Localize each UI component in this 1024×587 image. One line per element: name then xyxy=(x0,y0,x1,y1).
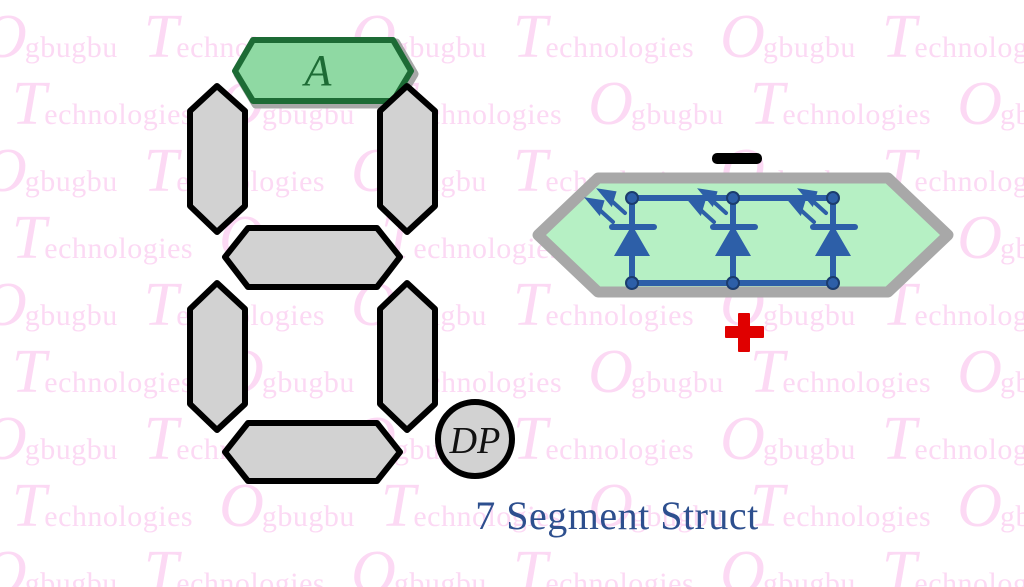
junction-nodes xyxy=(625,191,840,290)
node-bottom-2 xyxy=(726,276,740,290)
segment-a[interactable]: A xyxy=(232,37,419,109)
led-2-emission-arrows xyxy=(685,188,728,224)
node-top-2 xyxy=(726,191,740,205)
led-1[interactable] xyxy=(584,188,657,256)
segment-b[interactable] xyxy=(377,83,438,235)
segment-led-structure xyxy=(532,153,954,352)
led-2-triangle xyxy=(715,225,751,256)
seven-segment-display: A DP xyxy=(187,37,515,484)
node-top-3 xyxy=(826,191,840,205)
figure-title-container: 7 Segment Struct xyxy=(0,492,1024,539)
page-title: 7 Segment Struct xyxy=(475,493,759,538)
led-3-emission-arrows xyxy=(785,188,828,224)
segment-c[interactable] xyxy=(377,280,438,433)
node-bottom-1 xyxy=(625,276,639,290)
anode-terminal-cross xyxy=(725,313,764,352)
segment-body-hexagon xyxy=(532,172,954,298)
cathode-terminal-bar xyxy=(712,153,762,164)
segment-a-label: A xyxy=(302,46,333,95)
led-2[interactable] xyxy=(685,188,758,256)
led-3[interactable] xyxy=(785,188,858,256)
decimal-point-circle xyxy=(435,399,515,479)
node-top-1 xyxy=(625,191,639,205)
segment-g[interactable] xyxy=(222,225,403,290)
node-bottom-3 xyxy=(826,276,840,290)
decimal-point-label: DP xyxy=(449,420,501,462)
led-1-emission-arrows xyxy=(584,188,627,224)
decimal-point[interactable]: DP xyxy=(435,399,515,479)
segment-f[interactable] xyxy=(187,83,248,235)
segment-d[interactable] xyxy=(222,420,403,484)
led-3-triangle xyxy=(815,225,851,256)
led-1-triangle xyxy=(614,225,650,256)
segment-e[interactable] xyxy=(187,280,248,433)
